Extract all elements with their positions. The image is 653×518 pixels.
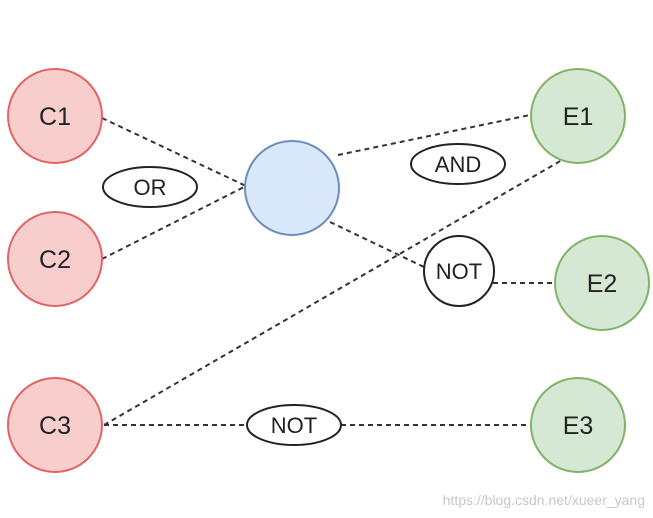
cause-node-c2-shape (7, 211, 103, 307)
edges (101, 114, 563, 426)
operator-not-c3-e3: NOT (246, 404, 342, 446)
effect-node-e3-shape (530, 377, 626, 473)
edge-hub-e1 (337, 114, 531, 156)
hub-node-shape (244, 140, 340, 236)
effect-node-e3-label: E3 (563, 412, 594, 440)
edge-c3-e1 (103, 159, 563, 426)
effect-node-e2-label: E2 (587, 270, 618, 298)
edge-hub-not (329, 221, 427, 269)
operator-or: OR (102, 166, 198, 208)
operator-or-shape (102, 166, 198, 208)
cause-node-c2: C2 (7, 211, 103, 307)
effect-node-e2-shape (554, 235, 650, 331)
operator-not-hub-e2: NOT (423, 235, 495, 307)
cause-node-c3-shape (7, 377, 103, 473)
effect-node-e1-label: E1 (563, 103, 594, 131)
cause-node-c1: C1 (7, 68, 103, 164)
effect-node-e3: E3 (530, 377, 626, 473)
cause-node-c3-label: C3 (39, 412, 71, 440)
cause-node-c3: C3 (7, 377, 103, 473)
operator-not-hub-e2-label: NOT (436, 259, 482, 284)
cause-node-c1-shape (7, 68, 103, 164)
cause-node-c1-label: C1 (39, 103, 71, 131)
effect-node-e1-shape (530, 68, 626, 164)
effect-node-e1: E1 (530, 68, 626, 164)
operator-not-c3-e3-label: NOT (271, 413, 317, 438)
watermark-text: https://blog.csdn.net/xueer_yang (442, 492, 645, 508)
operator-not-c3-e3-shape (246, 404, 342, 446)
operator-or-label: OR (134, 175, 167, 200)
cause-node-c2-label: C2 (39, 246, 71, 274)
operator-and: AND (410, 143, 506, 185)
hub-node (244, 140, 340, 236)
operator-and-shape (410, 143, 506, 185)
effect-node-e2: E2 (554, 235, 650, 331)
operator-not-hub-e2-shape (423, 235, 495, 307)
operator-and-label: AND (435, 152, 481, 177)
